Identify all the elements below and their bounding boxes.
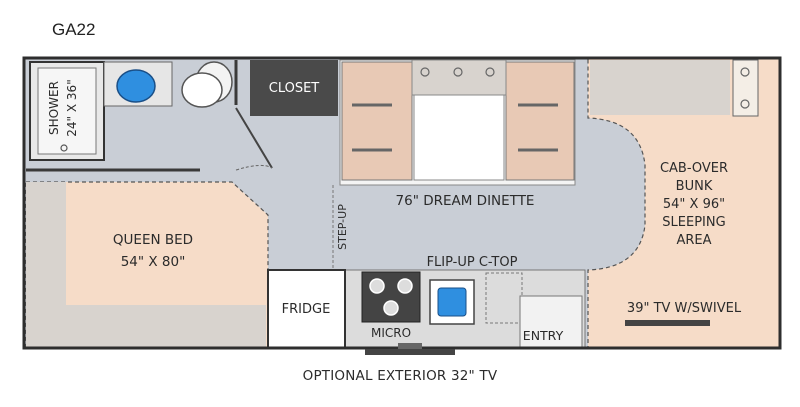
bed-side-cabinet [26, 182, 66, 348]
shower-drain-icon [60, 144, 68, 152]
queen-bed-label: QUEEN BED [113, 232, 193, 248]
closet [250, 60, 338, 116]
dinette-table [413, 94, 505, 181]
cab-tv-icon [625, 320, 710, 326]
bath-sink-icon [116, 69, 156, 103]
cab-area-label: AREA [676, 233, 711, 248]
tv-swivel-label: 39" TV W/SWIVEL [627, 301, 742, 316]
model-name: GA22 [52, 20, 96, 39]
bath-door-swing [235, 107, 273, 169]
dinette-light-1 [420, 67, 430, 77]
fridge [267, 269, 346, 349]
cab-size-label: 54" X 96" [663, 197, 725, 212]
cab-light-1 [740, 67, 750, 77]
micro-label: MICRO [371, 326, 411, 340]
exterior-tv-icon [365, 349, 455, 355]
dinette-light-3 [485, 67, 495, 77]
entry-step [519, 295, 583, 349]
dinette-label: 76" DREAM DINETTE [396, 193, 535, 209]
exterior-tv-label: OPTIONAL EXTERIOR 32" TV [302, 368, 498, 384]
dinette-backrest [411, 59, 507, 96]
dinette-seat-right [505, 61, 575, 181]
cab-light-2 [740, 99, 750, 109]
toilet-bowl-icon [181, 72, 223, 108]
burner-1-icon [369, 278, 385, 294]
exterior-tv-mount [398, 343, 422, 349]
fridge-label: FRIDGE [282, 302, 331, 317]
cab-bunk-label: BUNK [676, 179, 713, 194]
step-up-label: STEP-UP [336, 204, 349, 250]
shower-label: SHOWER [47, 81, 61, 135]
kitchen-sink-basin-icon [437, 287, 467, 317]
dinette-light-2 [453, 67, 463, 77]
cab-window-panel [732, 59, 759, 117]
shower-size-label: 24" X 36" [65, 79, 79, 136]
flip-up-label: FLIP-UP C-TOP [427, 255, 518, 270]
dinette-seat-left [341, 61, 413, 181]
cab-over-bunk [587, 57, 781, 349]
burner-3-icon [383, 300, 399, 316]
queen-bed-size-label: 54" X 80" [121, 254, 186, 270]
bath-door-arc [235, 164, 273, 171]
cab-sleeping-label: SLEEPING [662, 215, 725, 230]
closet-label: CLOSET [269, 81, 320, 96]
cab-over-label: CAB-OVER [660, 161, 728, 176]
bed-foot-storage [66, 305, 266, 348]
entry-label: ENTRY [523, 328, 564, 343]
shower-pan [37, 67, 97, 155]
cab-cushion [590, 60, 730, 115]
burner-2-icon [397, 278, 413, 294]
